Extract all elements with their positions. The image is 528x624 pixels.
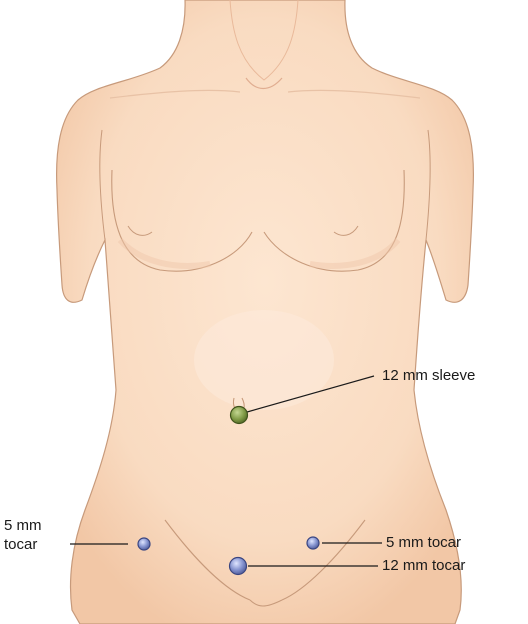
- label-left-5mm-line2: tocar: [4, 536, 37, 553]
- label-left-5mm-line1: 5 mm: [4, 517, 42, 534]
- label-right-5mm: 5 mm tocar: [386, 534, 461, 551]
- trocar-port-left-5mm: [138, 538, 150, 550]
- trocar-port-right-5mm: [307, 537, 319, 549]
- trocar-port-center-12mm: [230, 558, 247, 575]
- label-center-12mm: 12 mm tocar: [382, 557, 465, 574]
- label-sleeve-12mm: 12 mm sleeve: [382, 367, 475, 384]
- abdomen-highlight: [194, 310, 334, 410]
- sleeve-port-12mm: [231, 407, 248, 424]
